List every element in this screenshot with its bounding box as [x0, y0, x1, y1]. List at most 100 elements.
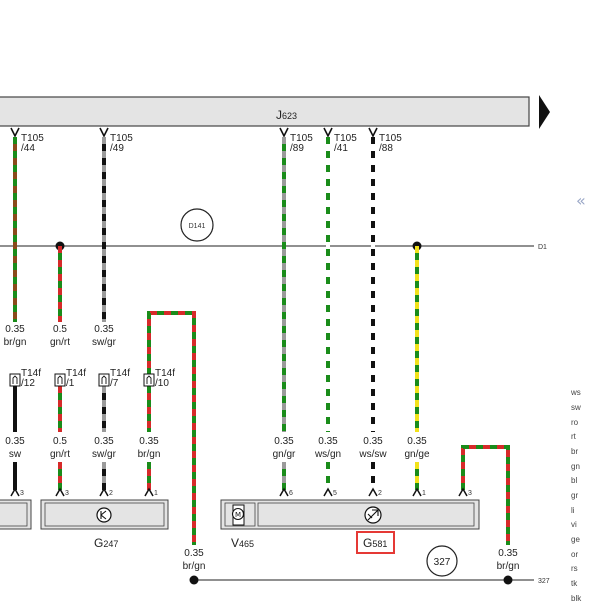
ground-line-label: 327 [538, 578, 550, 585]
bus-junction-dot [189, 575, 199, 585]
wire-size: 0.35 [5, 324, 25, 335]
component-label: G247 [94, 536, 118, 550]
connector-t14f-12[interactable]: T14f /12 [9, 368, 41, 389]
component-left-partial[interactable] [0, 499, 32, 530]
pin-number: 3 [468, 490, 472, 497]
connector-plug-icon [98, 373, 110, 387]
component-g581-highlight[interactable]: G581 [356, 531, 395, 554]
wire-size: 0.35 [139, 436, 159, 447]
wire-color: gn/rt [50, 449, 70, 460]
bus-label-right: D1 [538, 244, 547, 251]
pin-number: 6 [289, 490, 293, 497]
wire-color: ws/sw [358, 449, 387, 460]
connector-pin: /41 [334, 143, 348, 154]
legend-item: br [571, 447, 578, 456]
pin-arrow-icon [55, 487, 65, 497]
connector-t105-89[interactable]: T105 /89 [279, 127, 313, 154]
color-legend: ws sw ro rt br gn bl gr li vi ge or rs t… [570, 388, 582, 603]
bus-junction-dot [503, 575, 513, 585]
wire-color: br/gn [497, 561, 520, 572]
wire-color: br/gn [4, 337, 27, 348]
wire-label-lower: 0.35 sw 0.5 gn/rt 0.35 sw/gr 0.35 br/gn … [5, 436, 430, 460]
wire-label-upper: 0.35 br/gn 0.5 gn/rt 0.35 sw/gr [4, 324, 117, 348]
collapse-chevron-icon[interactable]: « [576, 191, 586, 210]
connector-arrow-icon [368, 127, 378, 138]
pin-number: 5 [333, 490, 337, 497]
legend-item: rt [571, 432, 577, 441]
ground-ref-circle[interactable] [426, 545, 458, 577]
wire-x149-loop[interactable] [147, 311, 196, 545]
connector-t105-41[interactable]: T105 /41 [323, 127, 357, 154]
connector-name: T105 [334, 133, 357, 144]
wire-size: 0.35 [407, 436, 427, 447]
ground-ref-label: 327 [434, 557, 451, 568]
wire-color: br/gn [138, 449, 161, 460]
legend-item: or [571, 550, 578, 559]
pin-arrow-icon [458, 487, 468, 497]
wire-size: 0.35 [318, 436, 338, 447]
wire-size: 0.35 [94, 436, 114, 447]
connector-arrow-icon [279, 127, 289, 138]
control-unit-bar [0, 96, 530, 127]
connector-plug-icon [54, 373, 66, 387]
legend-item: ge [571, 535, 580, 544]
connector-pin: /12 [21, 378, 35, 389]
component-inner [0, 502, 28, 527]
connector-name: T14f [155, 368, 175, 379]
pin-arrow-icon [279, 487, 289, 497]
wire-color: sw/gr [92, 337, 117, 348]
pin-number: 2 [378, 490, 382, 497]
legend-item: gn [571, 462, 580, 471]
connector-t105-44[interactable]: T105 /44 [10, 127, 44, 154]
junction-d141-label: D141 [189, 223, 206, 230]
motor-glyph: M [235, 511, 241, 519]
connector-pin: /89 [290, 143, 304, 154]
wire-segment-base [461, 445, 510, 545]
highlight-box [356, 531, 395, 554]
wire-size: 0.35 [94, 324, 114, 335]
motor-icon [231, 507, 245, 521]
sensor-glyph [367, 509, 379, 521]
connector-t14f-10[interactable]: T14f /10 [143, 368, 175, 389]
control-unit-j623[interactable]: J623 [0, 96, 530, 127]
connector-arrow-icon [99, 127, 109, 138]
wire-color: sw [9, 449, 22, 460]
wire-size: 0.35 [184, 548, 204, 559]
wire-size: 0.5 [53, 436, 67, 447]
connector-pin: /1 [66, 378, 75, 389]
connector-t14f-1[interactable]: T14f /1 [54, 368, 86, 389]
connector-name: T105 [21, 133, 44, 144]
control-unit-label: J623 [276, 108, 297, 122]
connector-name: T14f [66, 368, 86, 379]
connector-pin: /10 [155, 378, 169, 389]
legend-item: sw [571, 403, 581, 412]
sensor-icon [96, 507, 112, 523]
connector-plug-glyph [146, 375, 152, 384]
connector-plug-icon [9, 373, 21, 387]
component-g247[interactable]: G247 [40, 499, 169, 550]
connector-t105-49[interactable]: T105 /49 [99, 127, 133, 154]
wire-size: 0.35 [5, 436, 25, 447]
wire-color: sw/gr [92, 449, 117, 460]
component-label: G581 [363, 536, 387, 550]
wire-x463-loop[interactable] [461, 445, 510, 545]
legend-item: ro [571, 418, 579, 427]
wire-color: gn/gr [273, 449, 296, 460]
junction-d141-circle[interactable] [180, 208, 214, 242]
pin-arrow-icon [99, 487, 109, 497]
connector-t105-88[interactable]: T105 /88 [368, 127, 402, 154]
connector-t14f-7[interactable]: T14f /7 [98, 368, 130, 389]
pin-number: 1 [154, 490, 158, 497]
connector-name: T105 [379, 133, 402, 144]
pin-number: 1 [422, 490, 426, 497]
next-page-arrow-icon[interactable] [539, 95, 550, 129]
wire-color: gn/rt [50, 337, 70, 348]
component-label: V465 [231, 536, 254, 550]
legend-item: gr [571, 491, 578, 500]
connector-name: T14f [21, 368, 41, 379]
sensor-glyph [100, 510, 107, 520]
connector-plug-glyph [101, 375, 107, 384]
component-v465-g581[interactable]: M V465 [220, 499, 480, 550]
legend-item: li [571, 506, 575, 515]
